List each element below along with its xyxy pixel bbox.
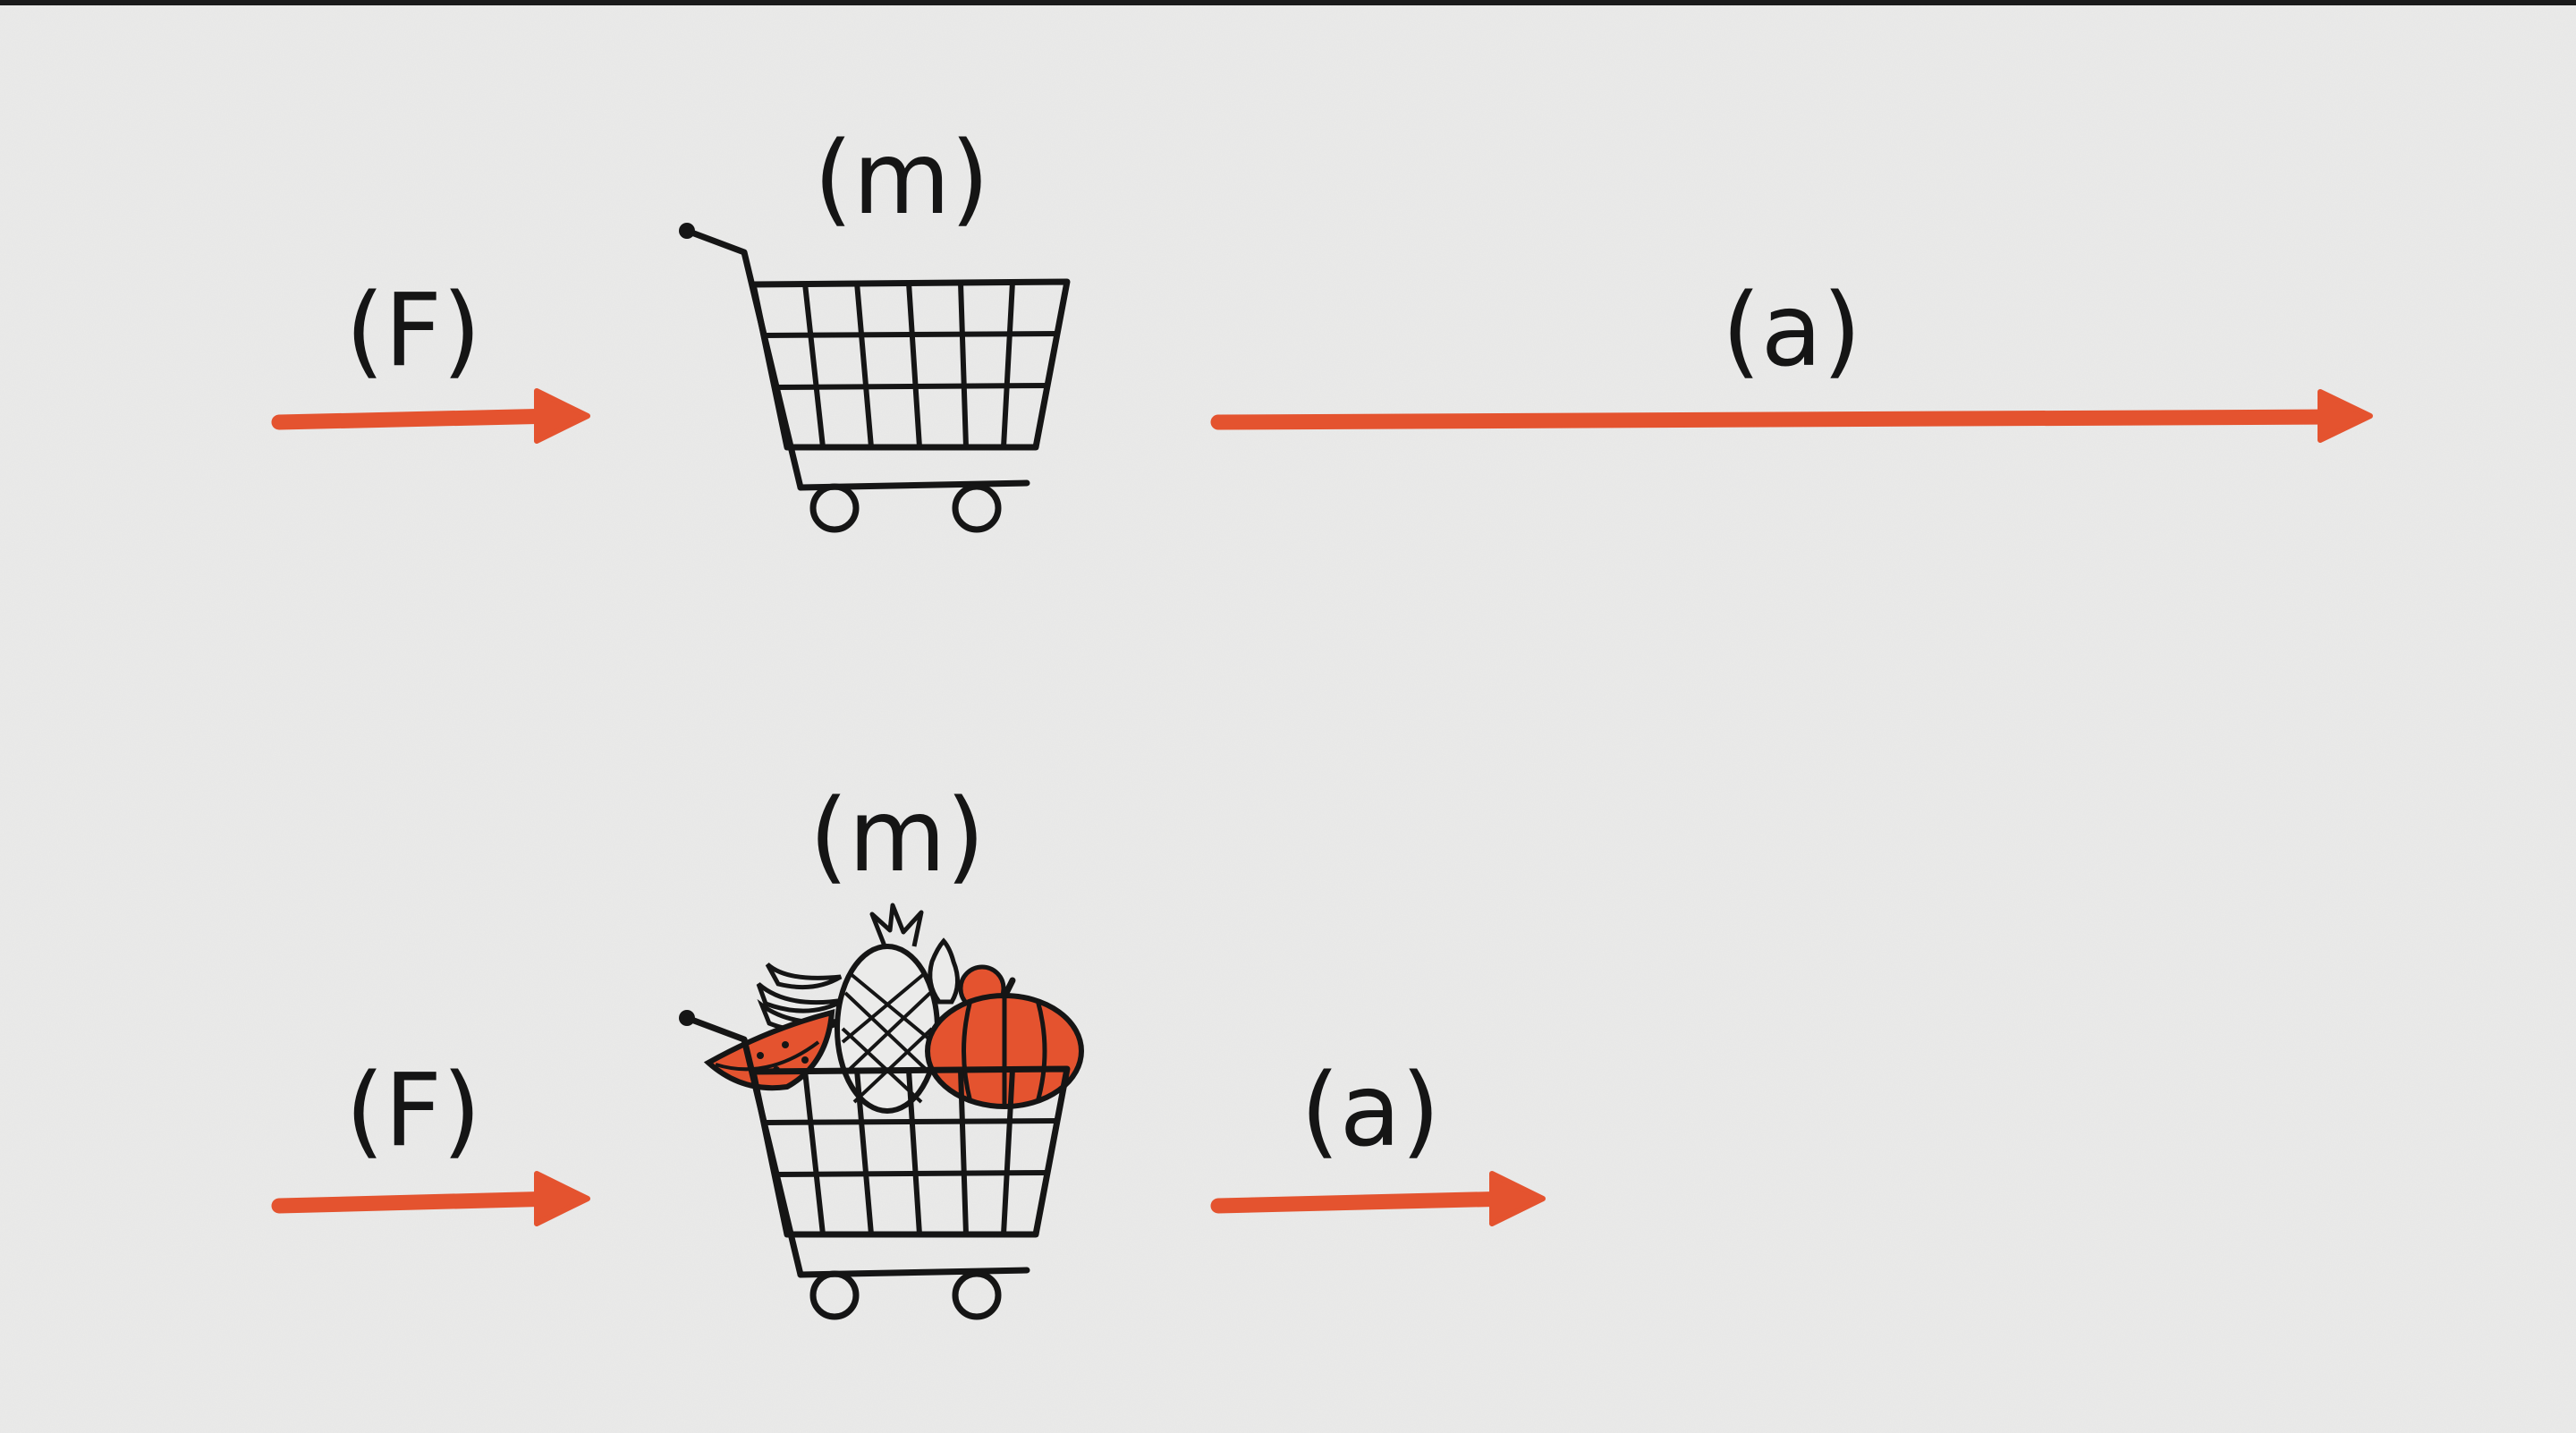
top-border [0,0,2576,5]
acceleration-arrow-1-long [1210,389,2373,443]
force-arrow-2 [271,1171,590,1226]
force-arrow-1 [271,388,590,444]
acceleration-arrow-2-short [1210,1171,1546,1226]
acceleration-label-2: (a) [1301,1053,1440,1169]
acceleration-label-1: (a) [1722,273,1861,389]
mass-label-1: (m) [814,121,990,237]
force-label-2: (F) [345,1053,481,1169]
scenario-full-cart: (F) (m) [271,778,1546,1317]
scenario-empty-cart: (F) (m) (a) [271,121,2373,530]
mass-label-2: (m) [809,778,986,895]
force-label-1: (F) [345,273,481,389]
